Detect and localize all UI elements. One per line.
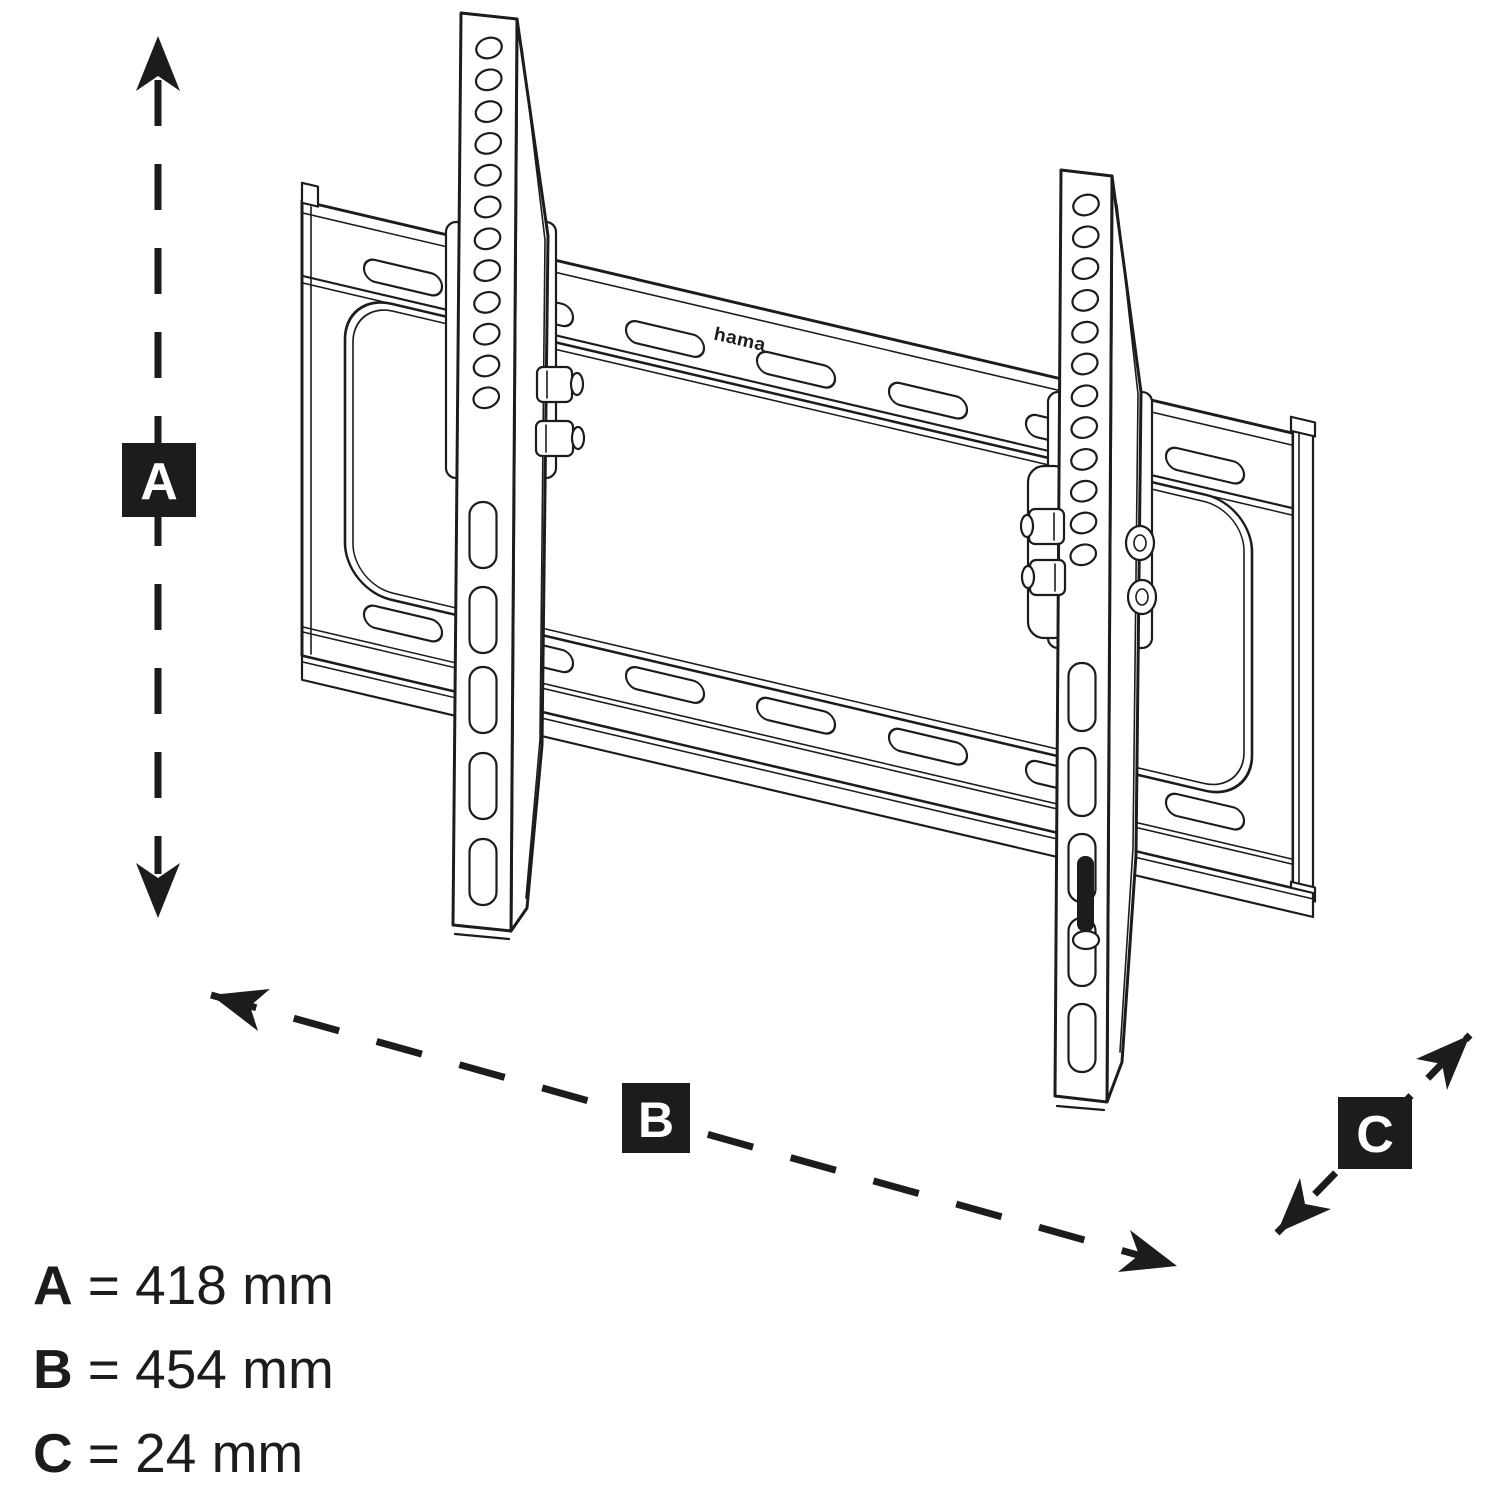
- right-rail-tilt-knob-2: [1126, 578, 1158, 616]
- bracket-arm-left: [451, 11, 586, 941]
- vesa-hole: [1070, 416, 1099, 440]
- vesa-hole: [475, 36, 503, 60]
- dimension-c-dashed-line: [1274, 1032, 1473, 1236]
- right-rail-bolt-tip-2: [1020, 564, 1036, 590]
- dimension-c: C: [1274, 1032, 1473, 1236]
- dimension-b-dashed-line: [210, 991, 1178, 1270]
- vesa-hole: [473, 259, 502, 283]
- right-flange-top-cap: [1289, 415, 1317, 438]
- vesa-hole: [472, 322, 501, 346]
- dimension-b-badge: [622, 1083, 690, 1153]
- vesa-hole: [474, 131, 503, 155]
- legend-value-b: = 454 mm: [87, 1338, 334, 1400]
- left-rail-bottom-tip: [453, 932, 511, 941]
- bracket-arm-right: [1019, 168, 1158, 1112]
- dimension-legend: A= 418 mm B= 454 mm C= 24 mm: [33, 1256, 334, 1500]
- dimension-c-arrowhead-up: [1416, 1035, 1470, 1090]
- vesa-hole: [473, 290, 501, 314]
- rail-slot: [468, 751, 498, 821]
- right-rail-hook-washer: [1071, 929, 1101, 951]
- plate-slot: [624, 665, 706, 704]
- vesa-hole: [473, 227, 502, 251]
- legend-row-b: B= 454 mm: [33, 1340, 334, 1398]
- left-rail-hex-nut-2: [534, 419, 575, 458]
- vesa-hole: [472, 354, 501, 378]
- right-rail-hex-nut-1: [1027, 507, 1066, 546]
- dimension-b-label: B: [638, 1092, 674, 1148]
- legend-value-c: = 24 mm: [87, 1422, 304, 1484]
- plate-slot: [755, 350, 837, 389]
- rail-slot: [1067, 1002, 1097, 1074]
- left-rail-bolt-tip-1: [569, 371, 585, 397]
- vesa-hole: [1071, 225, 1100, 249]
- plate-slot: [887, 727, 969, 766]
- dimension-c-arrowhead-down: [1277, 1178, 1331, 1233]
- right-rail-tilt-knob-1-center: [1133, 534, 1147, 552]
- plate-slot: [362, 258, 444, 297]
- vesa-hole: [474, 68, 503, 92]
- dimension-a: A: [122, 36, 196, 918]
- plate-central-cutout-inner-edge: [352, 309, 1245, 786]
- dimension-a-arrowhead-up: [136, 36, 180, 91]
- vesa-hole: [1072, 193, 1100, 217]
- rail-slot: [468, 500, 498, 570]
- legend-letter-b: B: [33, 1338, 73, 1400]
- plate-slot: [1164, 446, 1246, 485]
- legend-letter-a: A: [33, 1254, 73, 1316]
- vesa-hole: [1071, 257, 1100, 281]
- dimension-b-arrowhead-right: [1118, 1230, 1177, 1272]
- left-rail-hex-nut-1: [535, 365, 574, 404]
- legend-row-a: A= 418 mm: [33, 1256, 334, 1314]
- vesa-hole: [1069, 511, 1098, 535]
- rail-slot: [468, 665, 498, 735]
- vesa-hole: [1069, 479, 1098, 503]
- dimension-b-arrowhead-left: [211, 989, 270, 1031]
- vesa-hole: [473, 195, 502, 219]
- vesa-hole: [474, 163, 502, 187]
- right-rail-vesa-holes: [1069, 193, 1100, 567]
- right-rail-bolt-tip-1: [1019, 513, 1035, 539]
- rail-slot: [1067, 661, 1097, 733]
- right-rail-tilt-knob-2-center: [1135, 588, 1149, 606]
- dimension-c-badge: [1338, 1097, 1412, 1169]
- plate-right-flange: [1291, 424, 1315, 899]
- right-rail-flange-inner-line: [1116, 204, 1139, 1053]
- vesa-hole: [472, 386, 501, 410]
- rail-slot: [1067, 746, 1097, 818]
- plate-slot: [362, 604, 444, 643]
- left-rail-flange-inner-line: [521, 47, 546, 899]
- dimension-a-arrowhead-down: [136, 863, 180, 918]
- left-rail-adjustment-slots: [468, 500, 498, 907]
- right-rail-bottom-tip: [1055, 1104, 1106, 1112]
- plate-slot: [755, 696, 837, 735]
- right-rail-locking-hook: [1077, 856, 1094, 932]
- dimension-a-badge: [122, 443, 196, 517]
- vesa-hole: [1071, 288, 1100, 312]
- right-rail-tilt-knob-1: [1124, 524, 1156, 562]
- plate-central-cutout: [343, 301, 1254, 794]
- rail-slot: [468, 585, 498, 655]
- left-rail-vesa-holes: [472, 36, 503, 410]
- dimension-a-label: A: [140, 453, 178, 511]
- right-rail-hex-nut-2: [1028, 558, 1067, 597]
- dimension-b: B: [210, 989, 1178, 1272]
- vesa-hole: [1070, 352, 1099, 376]
- rail-slot: [468, 837, 498, 907]
- plate-slot: [1164, 792, 1246, 831]
- wall-plate-left-end-cap: [300, 181, 320, 208]
- legend-letter-c: C: [33, 1422, 73, 1484]
- legend-value-a: = 418 mm: [87, 1254, 334, 1316]
- plate-slot: [624, 319, 706, 358]
- vesa-hole: [1070, 384, 1099, 408]
- left-rail-bolt-tip-2: [570, 425, 586, 451]
- plate-slot: [887, 381, 969, 420]
- legend-row-c: C= 24 mm: [33, 1424, 334, 1482]
- vesa-hole: [1071, 320, 1099, 344]
- vesa-hole: [1069, 543, 1098, 567]
- vesa-hole: [1070, 447, 1098, 471]
- dimension-c-label: C: [1356, 1106, 1394, 1164]
- vesa-hole: [474, 100, 503, 124]
